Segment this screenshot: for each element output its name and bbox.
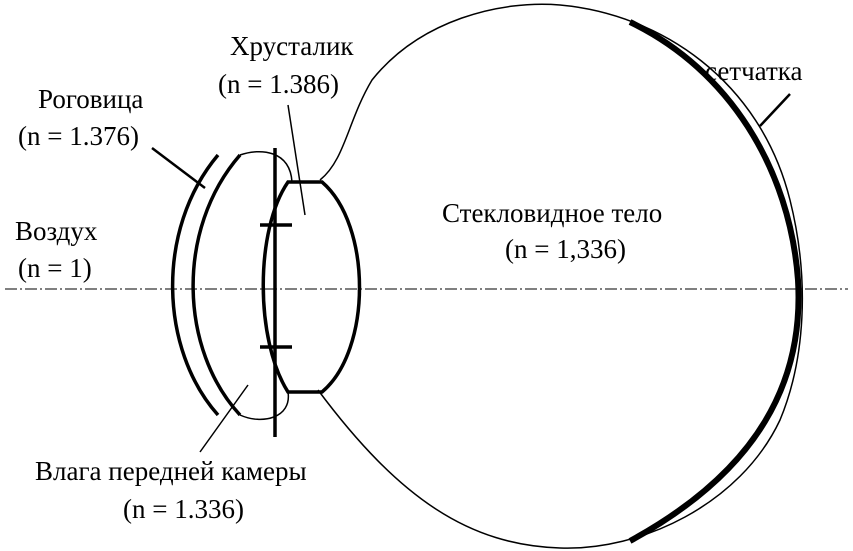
lens-outline <box>261 180 362 394</box>
retina-leader <box>759 93 791 127</box>
air-label: Воздух <box>15 216 98 246</box>
aqueous-leader <box>199 384 249 453</box>
cornea-outer <box>170 153 220 417</box>
vitreous-index: (n = 1,336) <box>505 234 626 264</box>
eyeball-outline <box>317 3 804 549</box>
lens-leader <box>287 104 306 216</box>
cornea-inner <box>191 153 242 417</box>
vitreous-label: Стекловидное тело <box>442 198 662 228</box>
anterior-chamber-bottom <box>239 391 289 421</box>
retina-arc <box>628 19 802 544</box>
lens-label: Хрусталик <box>230 31 354 61</box>
retina-label: сетчатка <box>705 56 802 86</box>
lens-index: (n = 1.386) <box>218 69 339 99</box>
aqueous-index: (n = 1.336) <box>123 494 244 524</box>
cornea-leader <box>151 147 206 189</box>
aqueous-label: Влага передней камеры <box>35 456 307 486</box>
anterior-chamber-top <box>239 150 293 183</box>
cornea-label: Роговица <box>38 84 143 114</box>
air-index: (n = 1) <box>18 253 92 283</box>
cornea-index: (n = 1.376) <box>18 121 139 151</box>
